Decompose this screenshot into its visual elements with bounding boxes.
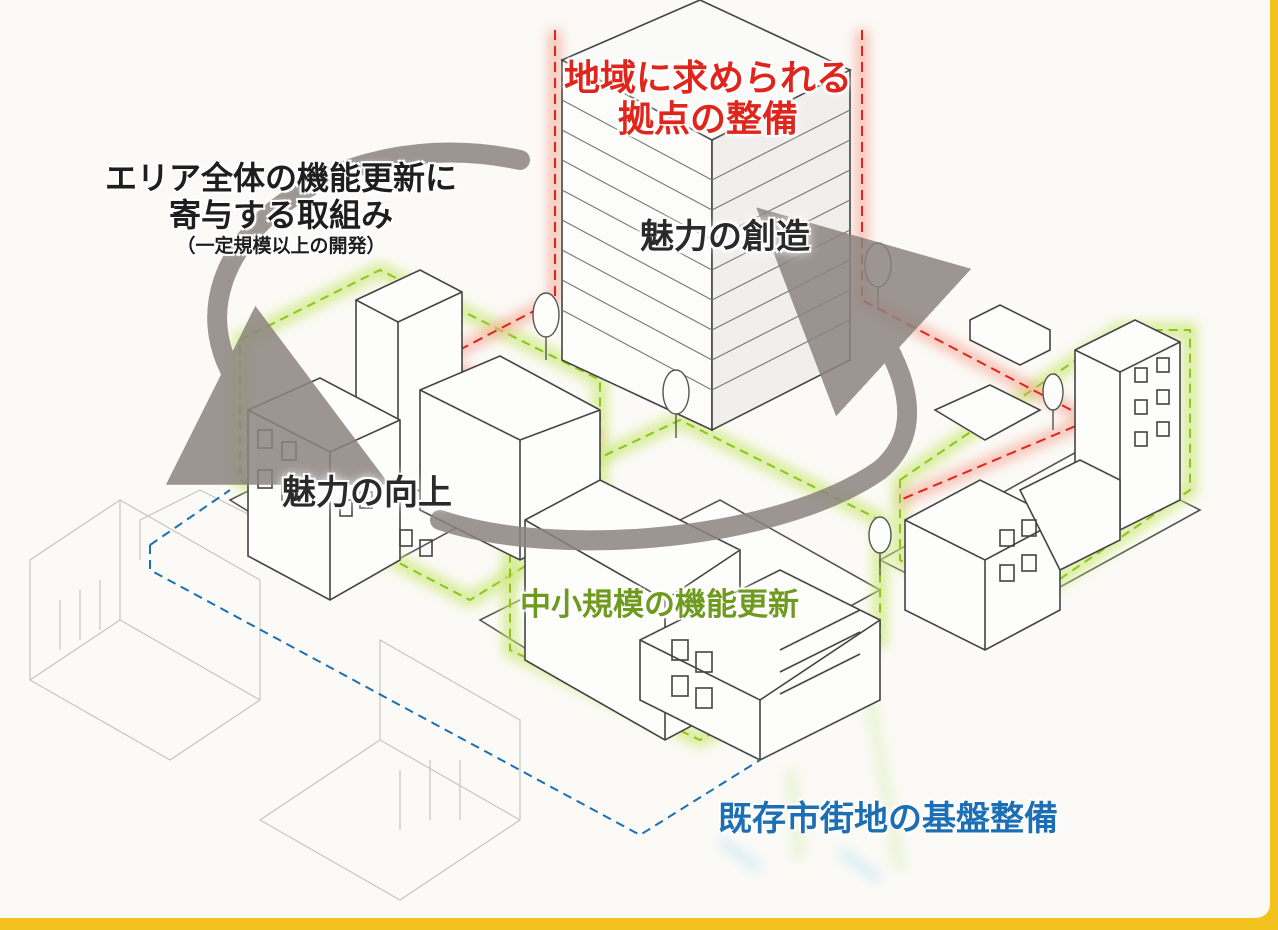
blue-area (149, 489, 761, 837)
label-hub-development-line1: 地域に求められる (563, 58, 852, 99)
label-attraction-creation: 魅力の創造 (640, 217, 810, 257)
circulation-arrow (165, 142, 972, 551)
label-small-medium-renewal: 中小規模の機能更新 (520, 587, 799, 623)
label-hub-development-line2: 拠点の整備 (617, 99, 798, 141)
label-area-renewal-line1: エリア全体の機能更新に (104, 159, 457, 197)
label-infrastructure: 既存市街地の基盤整備 (718, 799, 1058, 839)
background-buildings (28, 489, 522, 901)
trees (532, 242, 1064, 575)
label-area-renewal-line2: 寄与する取組み (168, 195, 393, 234)
label-area-renewal-sub: （一定規模以上の開発） (176, 234, 386, 257)
label-area-renewal: エリア全体の機能更新に 寄与する取組み （一定規模以上の開発） (96, 160, 466, 257)
label-hub-development: 地域に求められる 拠点の整備 (548, 58, 868, 141)
label-attraction-improvement: 魅力の向上 (282, 473, 452, 513)
